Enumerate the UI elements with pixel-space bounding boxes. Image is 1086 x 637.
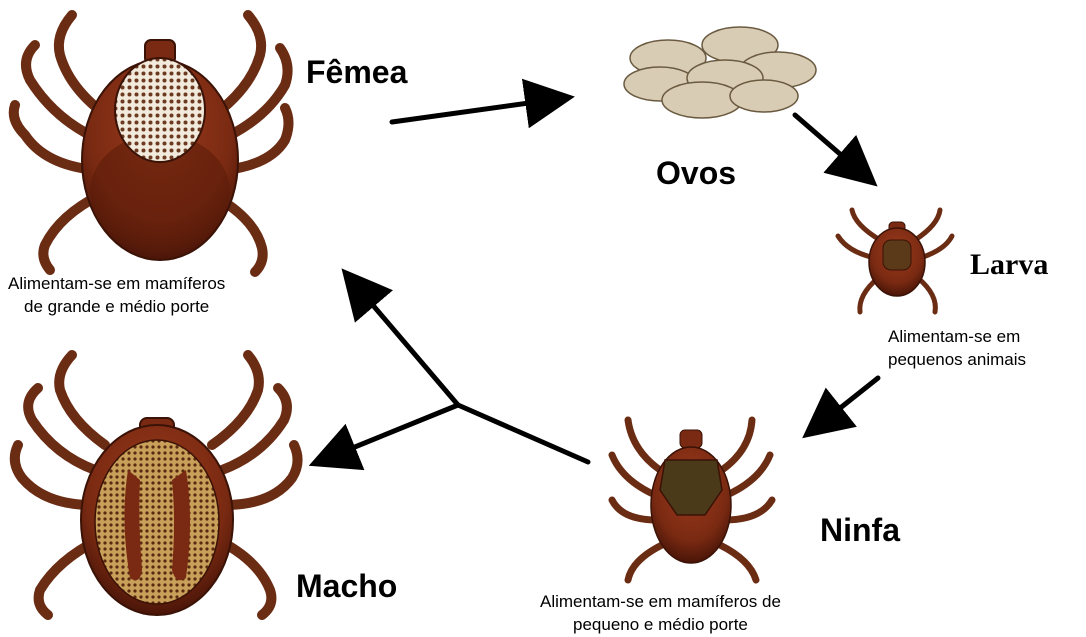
female-host-description: Alimentam-se em mamíferos de grande e mé…: [8, 272, 225, 318]
stage-label-larva: Larva: [970, 248, 1048, 282]
eggs-illustration: [624, 27, 816, 118]
female-host-line-2: de grande e médio porte: [8, 295, 225, 318]
larva-host-description: Alimentam-se em pequenos animais: [888, 325, 1026, 371]
cycle-arrows: [318, 98, 878, 462]
arrow-female-to-eggs: [392, 98, 565, 122]
larva-tick-illustration: [838, 210, 952, 312]
stage-label-eggs: Ovos: [656, 155, 736, 192]
larva-host-line-1: Alimentam-se em: [888, 325, 1026, 348]
larva-host-line-2: pequenos animais: [888, 348, 1026, 371]
female-tick-illustration: [14, 15, 289, 272]
nymph-host-line-2: pequeno e médio porte: [540, 613, 781, 636]
nymph-tick-illustration: [612, 420, 772, 580]
female-host-line-1: Alimentam-se em mamíferos: [8, 272, 225, 295]
nymph-host-line-1: Alimentam-se em mamíferos de: [540, 590, 781, 613]
stage-label-nymph: Ninfa: [820, 512, 900, 549]
stage-label-male: Macho: [296, 568, 397, 605]
arrow-branch-to-female: [348, 276, 458, 405]
male-tick-illustration: [15, 355, 298, 615]
arrow-nymph-to-branch: [458, 405, 588, 462]
arrow-eggs-to-larva: [795, 115, 870, 180]
arrow-branch-to-male: [318, 405, 458, 462]
arrow-larva-to-nymph: [810, 378, 878, 432]
nymph-host-description: Alimentam-se em mamíferos de pequeno e m…: [540, 590, 781, 636]
stage-label-female: Fêmea: [306, 54, 407, 91]
